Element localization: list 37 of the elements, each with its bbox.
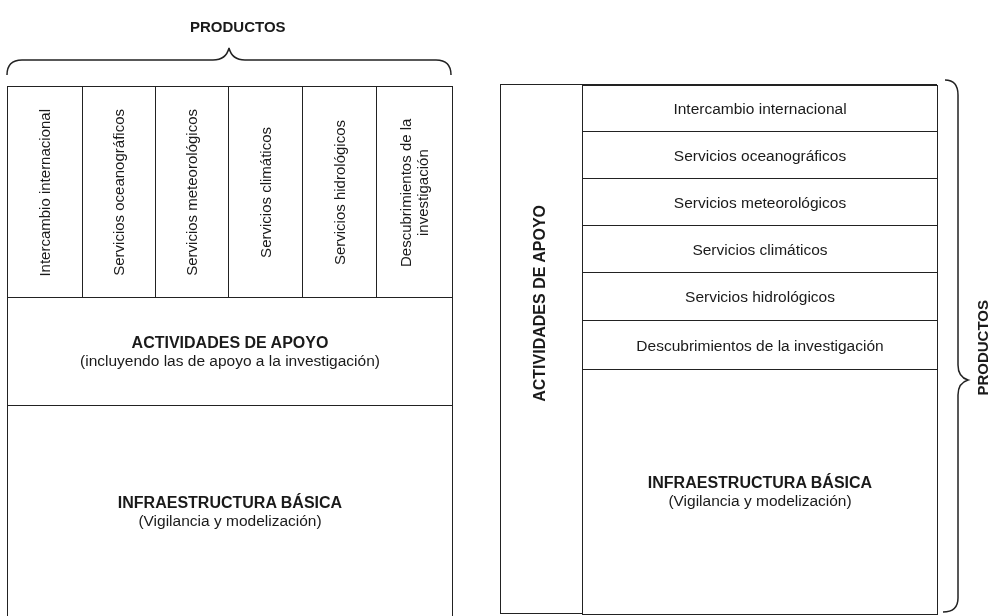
layer-subtitle: (incluyendo las de apoyo a la investigación) — [80, 352, 380, 370]
layer-box — [7, 405, 453, 616]
layer-title: ACTIVIDADES DE APOYO — [531, 205, 549, 402]
layer-title: INFRAESTRUCTURA BÁSICA — [117, 494, 343, 512]
product-label: Servicios oceanográficos — [673, 146, 847, 165]
product-row — [582, 178, 938, 227]
layer-title: INFRAESTRUCTURA BÁSICA — [647, 474, 873, 492]
product-row — [582, 131, 938, 180]
product-column — [376, 86, 453, 299]
product-column — [302, 86, 378, 299]
product-label: Servicios meteorológicos — [673, 193, 847, 212]
layer-title: ACTIVIDADES DE APOYO — [131, 334, 329, 352]
group-label: PRODUCTOS — [975, 300, 992, 396]
layer-box — [7, 297, 453, 407]
product-label: Descubrimientos de la investigación — [636, 336, 884, 355]
product-label: Servicios hidrológicos — [331, 119, 349, 266]
product-column — [228, 86, 304, 299]
group-label: PRODUCTOS — [190, 18, 286, 35]
product-label: Intercambio internacional — [37, 108, 54, 277]
layer-box — [582, 369, 938, 615]
product-label: Servicios climáticos — [692, 240, 828, 259]
product-row — [582, 225, 938, 274]
product-column — [7, 86, 84, 299]
product-row — [582, 272, 938, 322]
support-frame — [500, 84, 937, 614]
product-label: Servicios meteorológicos — [184, 109, 201, 276]
product-label: Descubrimientos de la investigación — [398, 117, 431, 268]
layer-subtitle: (Vigilancia y modelización) — [668, 492, 852, 510]
product-row — [582, 85, 938, 133]
product-row — [582, 320, 938, 371]
product-label: Servicios hidrológicos — [685, 288, 835, 306]
product-label: Servicios climáticos — [257, 127, 275, 258]
product-column — [82, 86, 157, 299]
layer-subtitle: (Vigilancia y modelización) — [138, 512, 322, 530]
product-label: Servicios oceanográficos — [111, 109, 128, 276]
product-column — [155, 86, 230, 299]
product-label: Intercambio internacional — [673, 100, 847, 118]
